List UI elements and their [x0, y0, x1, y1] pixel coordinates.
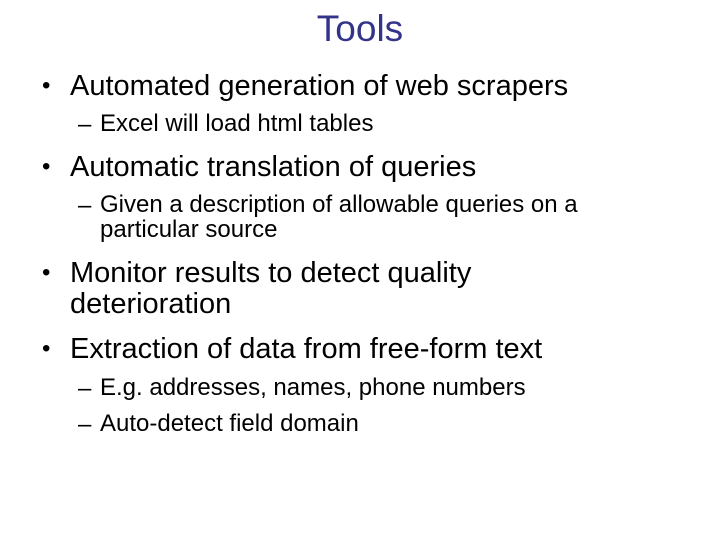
- item-text: Excel will load html tables: [100, 109, 374, 137]
- bullet-icon: •: [42, 152, 51, 180]
- item-text: Automated generation of web scrapers: [70, 69, 569, 102]
- bullet-item: • Automated generation of web scrapers: [0, 69, 720, 102]
- bullet-item: • Extraction of data from free-form text: [0, 333, 720, 366]
- dash-icon: –: [78, 110, 92, 138]
- bullet-item: • Monitor results to detect quality deter…: [0, 258, 720, 319]
- dash-icon: –: [78, 410, 92, 438]
- bullet-icon: •: [42, 259, 51, 287]
- item-text: Auto-detect field domain: [100, 409, 359, 437]
- bullet-item: • Automatic translation of queries: [0, 150, 720, 183]
- sub-bullet-item: –Auto-detect field domain: [0, 409, 720, 438]
- dash-icon: –: [78, 374, 92, 402]
- sub-bullet-item: –Given a description of allowable querie…: [0, 191, 720, 244]
- sub-bullet-item: –Excel will load html tables: [0, 109, 720, 138]
- bullet-list: •Automated generation of web scrapers–Ex…: [0, 69, 720, 438]
- bullet-icon: •: [42, 335, 51, 363]
- slide-title: Tools: [316, 8, 404, 49]
- item-text: Extraction of data from free-form text: [70, 333, 543, 366]
- item-text: Given a description of allowable queries…: [100, 191, 578, 244]
- item-text: Monitor results to detect quality deteri…: [70, 257, 472, 320]
- bullet-icon: •: [42, 71, 51, 99]
- dash-icon: –: [78, 192, 92, 220]
- item-text: Automatic translation of queries: [70, 150, 477, 183]
- sub-bullet-item: –E.g. addresses, names, phone numbers: [0, 373, 720, 402]
- item-text: E.g. addresses, names, phone numbers: [100, 373, 526, 401]
